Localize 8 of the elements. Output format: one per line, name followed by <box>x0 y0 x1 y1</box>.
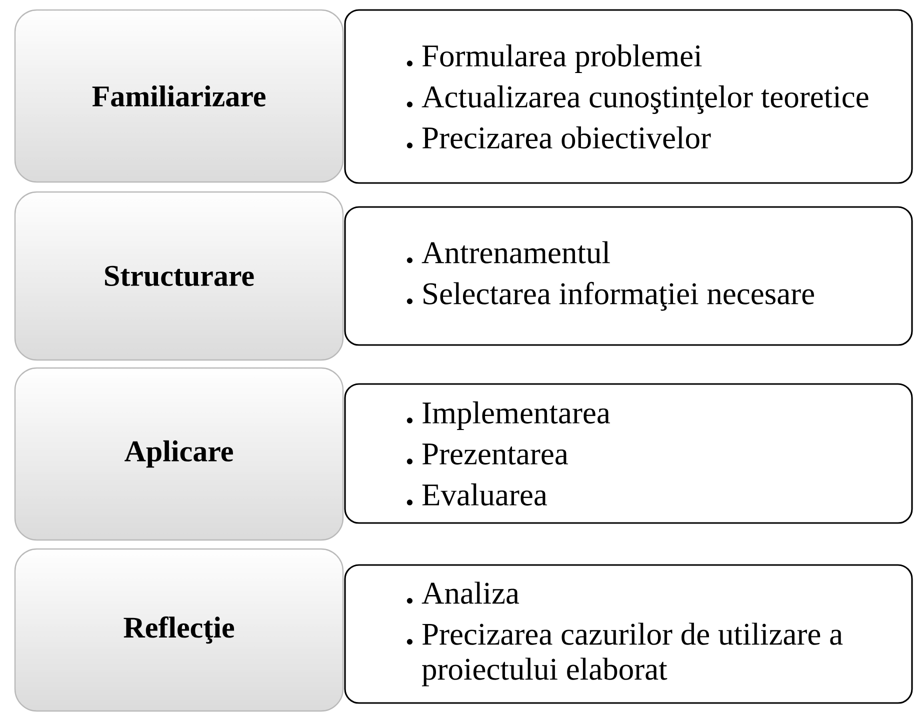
stage-box: Familiarizare <box>14 9 344 183</box>
stage-box: Reflecţie <box>14 548 344 712</box>
bullet-list-box: Formularea problemei Actualizarea cunoştinţelor teoretice Precizarea obiectivelor <box>344 9 913 184</box>
bullet-list-box: Antrenamentul Selectarea informaţiei necesare <box>344 206 913 346</box>
stage-box: Aplicare <box>14 367 344 541</box>
bullet-list-box: Analiza Precizarea cazurilor de utilizare a proiectului elaborat <box>344 564 913 704</box>
bullet-list-box: Implementarea Prezentarea Evaluarea <box>344 383 913 524</box>
stage-box: Structurare <box>14 191 344 361</box>
